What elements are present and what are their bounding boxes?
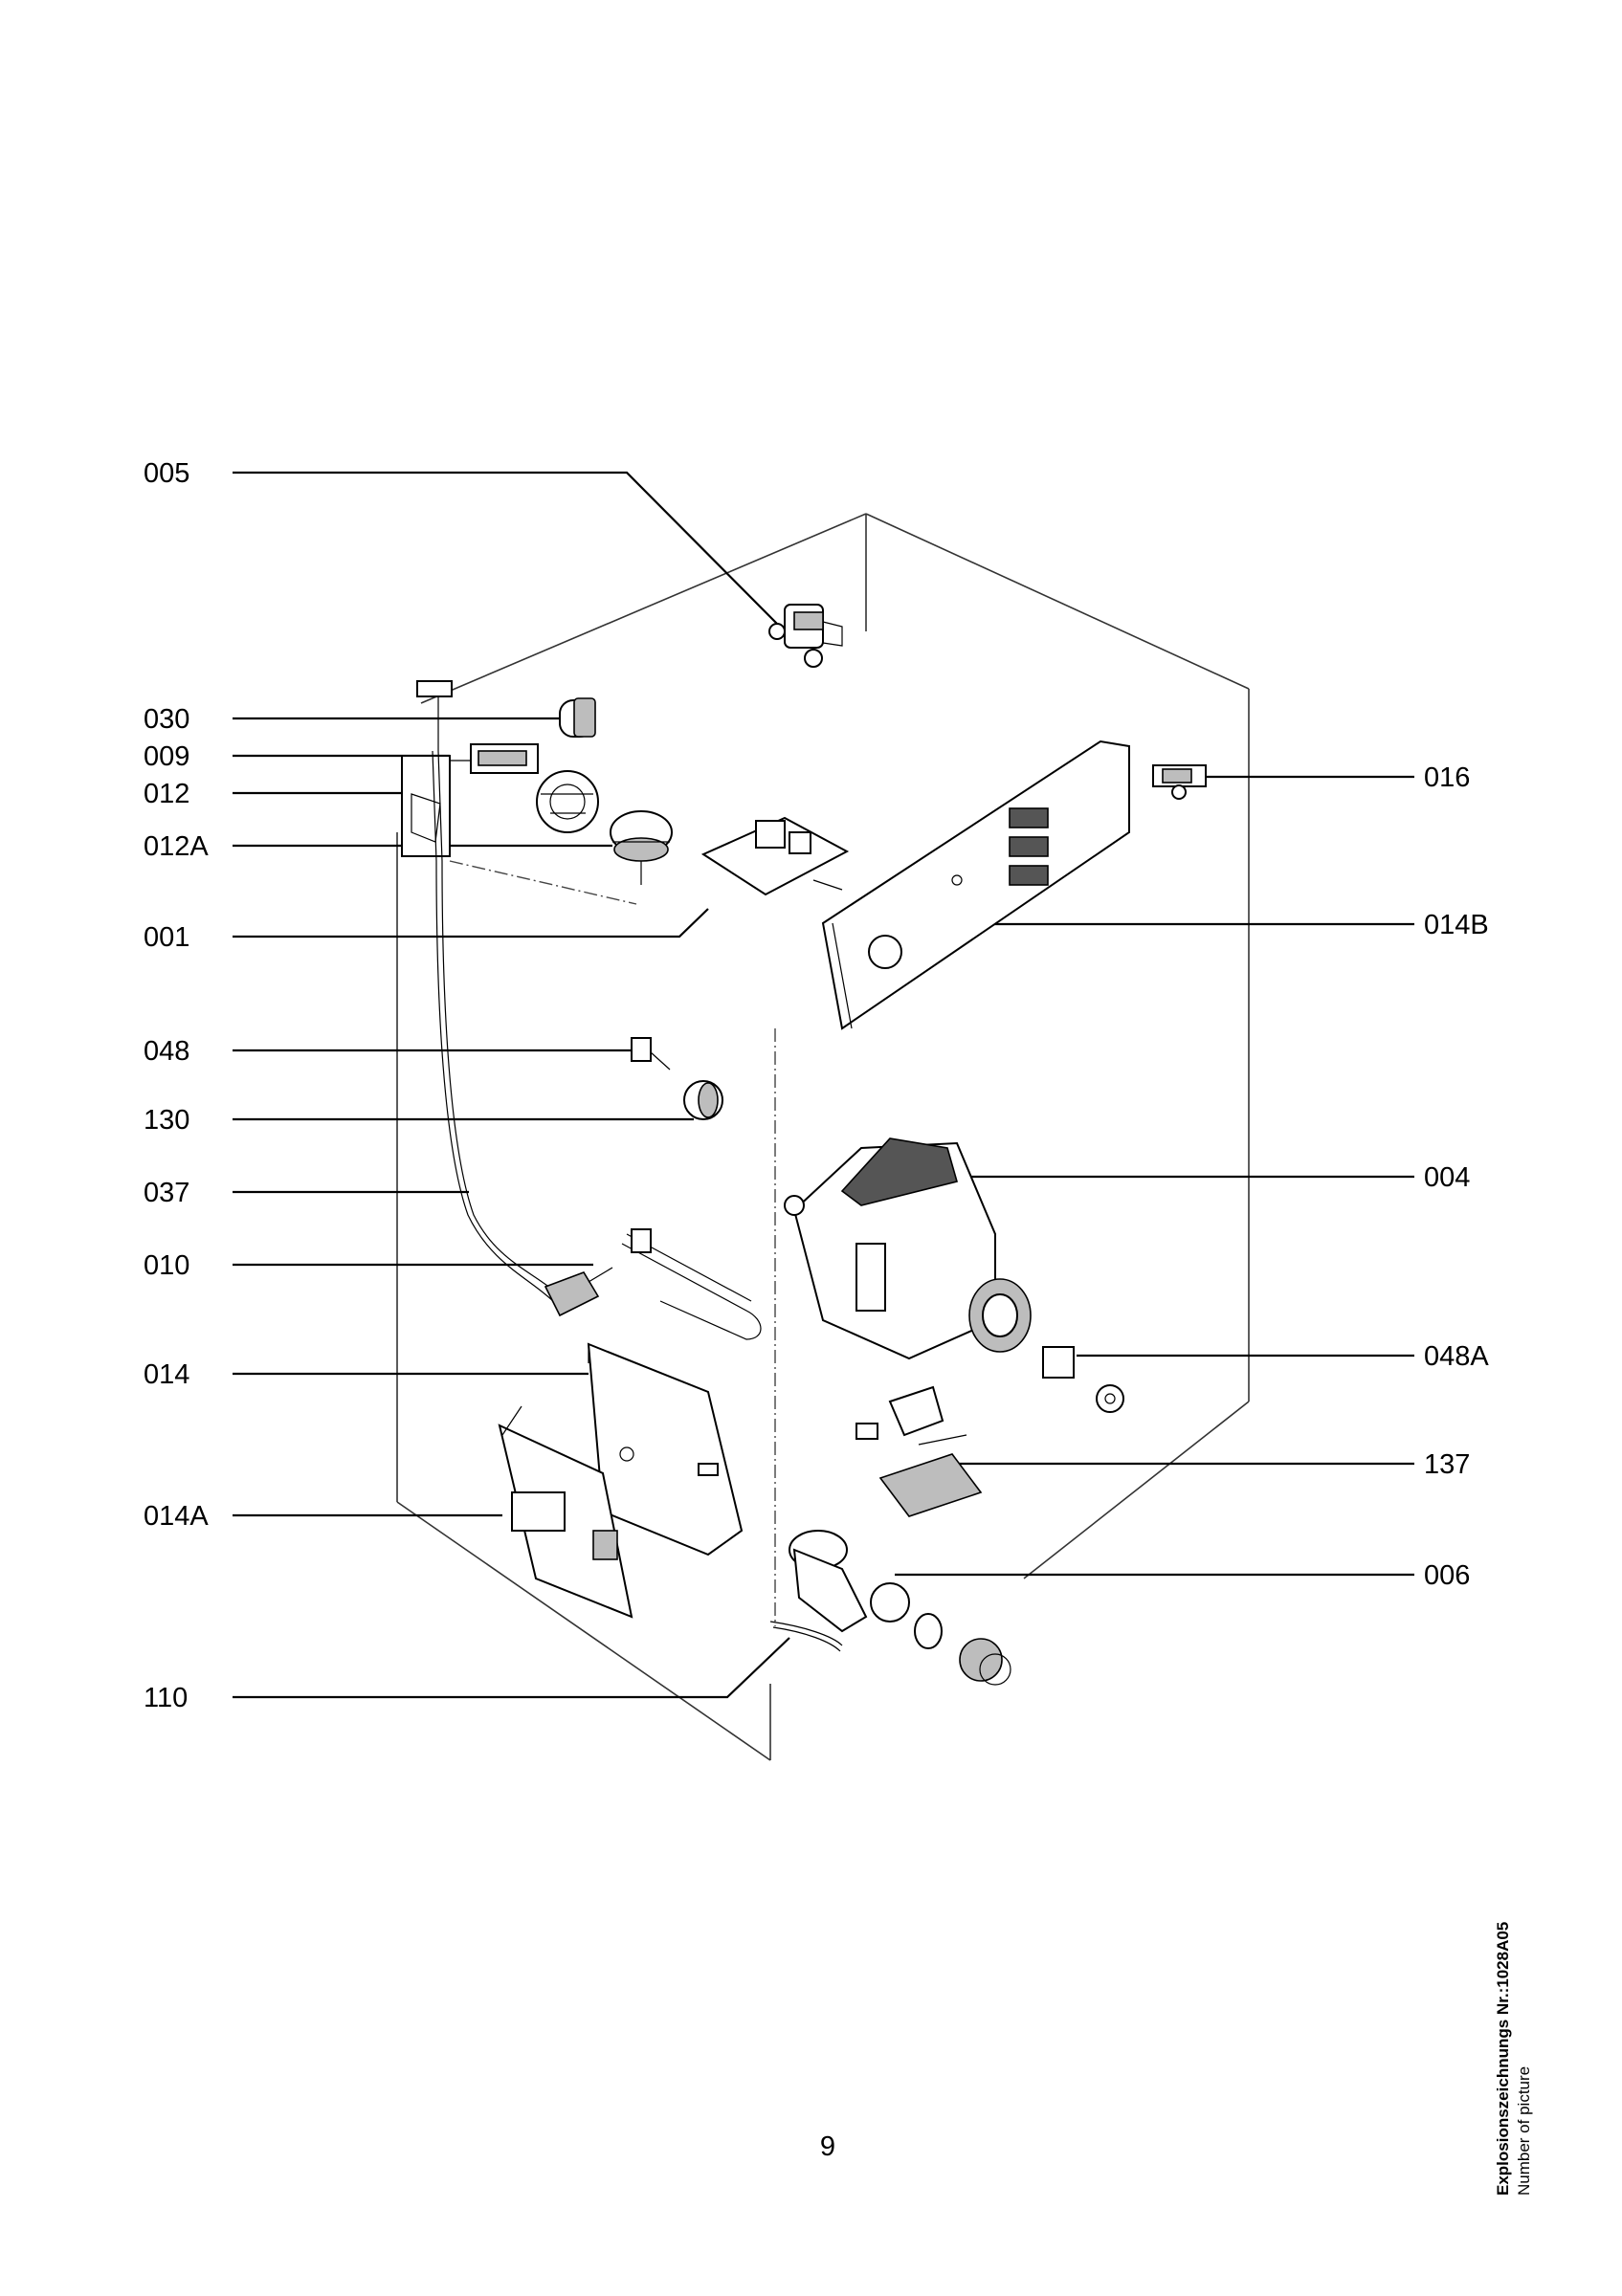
part-012-door-lock [536,770,599,833]
part-048A-knob [1042,1346,1124,1413]
part-005-valve [768,604,843,668]
part-110-clip [769,1621,843,1652]
part-009-suppressor [401,743,539,857]
part-010-heater [544,1228,762,1340]
callout-110: 110 [144,1683,188,1713]
callout-014A: 014A [144,1501,209,1532]
callout-005: 005 [144,458,189,489]
leader-lines [233,471,1414,1699]
callout-012A: 012A [144,831,209,862]
cabinet-outline [396,513,1250,1761]
callout-048: 048 [144,1036,189,1067]
callout-006: 006 [1424,1560,1470,1591]
part-048-knob [631,1037,671,1071]
part-001-electronic-board [700,816,850,896]
callout-048A: 048A [1424,1341,1489,1372]
callout-130: 130 [144,1105,189,1136]
callout-014B: 014B [1424,910,1489,940]
part-016-connector [1152,764,1207,800]
callout-004: 004 [1424,1162,1470,1193]
callout-009: 009 [144,741,189,772]
part-014B-control-panel [821,740,1130,1030]
part-130-cap [683,1080,723,1120]
callout-137: 137 [1424,1449,1470,1480]
part-014A-module [498,1405,633,1619]
callout-012: 012 [144,779,189,809]
part-004-motor [784,1137,1032,1360]
picture-number-label: Explosionszeichnungs Nr.:1028A05 [1494,1921,1512,2196]
page-number: 9 [819,2131,836,2162]
callout-037: 037 [144,1178,189,1208]
callout-014: 014 [144,1359,189,1390]
picture-number-subtitle: Number of picture [1515,2065,1533,2196]
part-030-connector [416,680,596,751]
callout-labels: 005 030 009 012 012A 001 048 130 037 010… [144,458,1489,1713]
callout-010: 010 [144,1250,189,1281]
callout-030: 030 [144,704,189,735]
part-037-mains-cable [432,750,561,1304]
callout-016: 016 [1424,762,1470,793]
part-012A-pressure-switch [610,810,673,885]
callout-001: 001 [144,922,189,953]
part-006-drain-pump [789,1530,1011,1686]
part-137-brackets [855,1385,983,1517]
picture-number-caption: Explosionszeichnungs Nr.:1028A05 Number … [1493,1922,1535,2196]
